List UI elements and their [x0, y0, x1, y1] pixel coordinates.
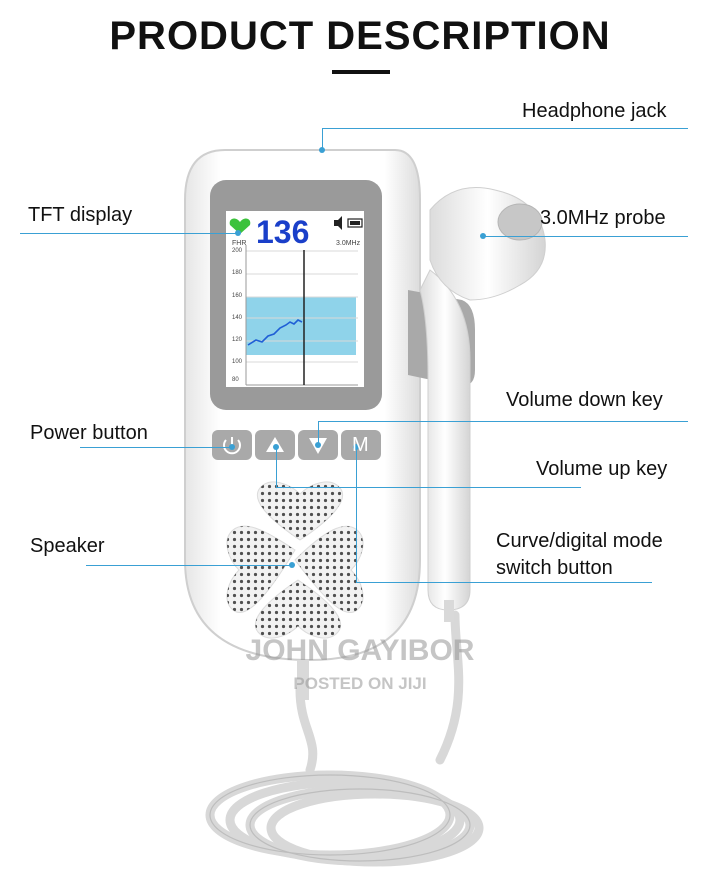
leader-mode [356, 582, 652, 583]
probe-handle [419, 269, 471, 611]
leader-probe [483, 236, 688, 237]
leader-headphone-vertical [322, 128, 323, 150]
heart-rate-readout: 136 [256, 214, 310, 250]
y-tick: 160 [232, 293, 243, 299]
leader-volume-down-vertical [318, 421, 319, 445]
label-tft-display: TFT display [28, 204, 133, 226]
battery-icon [347, 218, 363, 228]
y-tick: 120 [232, 337, 243, 343]
leader-volume-up [276, 487, 581, 488]
leader-volume-down [318, 421, 688, 422]
label-headphone-jack: Headphone jack [522, 100, 667, 122]
label-volume-down: Volume down key [506, 389, 663, 411]
label-mode-line1: Curve/digital mode [496, 530, 663, 552]
leader-speaker [86, 565, 292, 566]
y-tick: 180 [232, 270, 243, 276]
label-power-button: Power button [30, 422, 148, 444]
leader-power [80, 447, 232, 448]
frequency-readout: 3.0MHz [336, 240, 361, 247]
volume-icon [334, 216, 342, 230]
mode-key-label: M [352, 434, 369, 456]
watermark-posted: POSTED ON JIJI [293, 674, 427, 693]
leader-volume-up-vertical [276, 447, 277, 487]
probe-tip [497, 203, 543, 241]
fhr-label: FHR [232, 240, 247, 247]
leader-headphone [322, 128, 688, 129]
probe-head [429, 187, 546, 301]
label-probe: 3.0MHz probe [540, 207, 666, 229]
y-tick: 80 [232, 377, 239, 383]
fhr-graph [245, 245, 358, 386]
y-tick: 200 [232, 248, 243, 254]
watermark-name: JOHN GAYIBOR [245, 634, 475, 667]
page-title: PRODUCT DESCRIPTION [109, 14, 611, 58]
title-underline [332, 70, 390, 74]
leader-mode-vertical [356, 447, 357, 582]
y-tick: 100 [232, 359, 243, 365]
heart-icon [229, 218, 251, 234]
leader-tft [20, 233, 238, 234]
label-mode-line2: switch button [496, 557, 613, 579]
label-speaker: Speaker [30, 535, 105, 557]
label-volume-up: Volume up key [536, 458, 668, 480]
y-tick: 140 [232, 315, 243, 321]
speaker-grille [226, 481, 364, 639]
